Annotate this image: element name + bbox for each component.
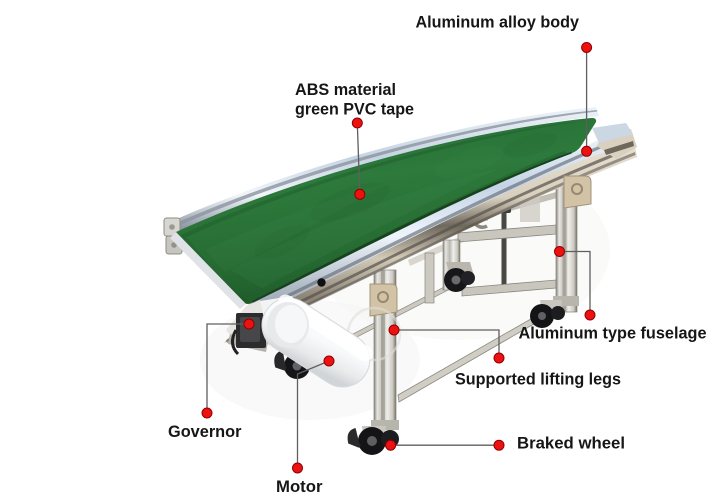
svg-text:Aluminum alloy body: Aluminum alloy body <box>416 14 580 32</box>
svg-text:green PVC tape: green PVC tape <box>295 101 414 119</box>
svg-text:Governor: Governor <box>168 423 242 441</box>
svg-text:Motor: Motor <box>276 478 323 496</box>
svg-text:Aluminum type fuselage: Aluminum type fuselage <box>519 325 707 343</box>
svg-text:Supported lifting legs: Supported lifting legs <box>455 371 621 389</box>
svg-text:ABS material: ABS material <box>295 81 396 99</box>
svg-text:Braked wheel: Braked wheel <box>517 435 625 453</box>
